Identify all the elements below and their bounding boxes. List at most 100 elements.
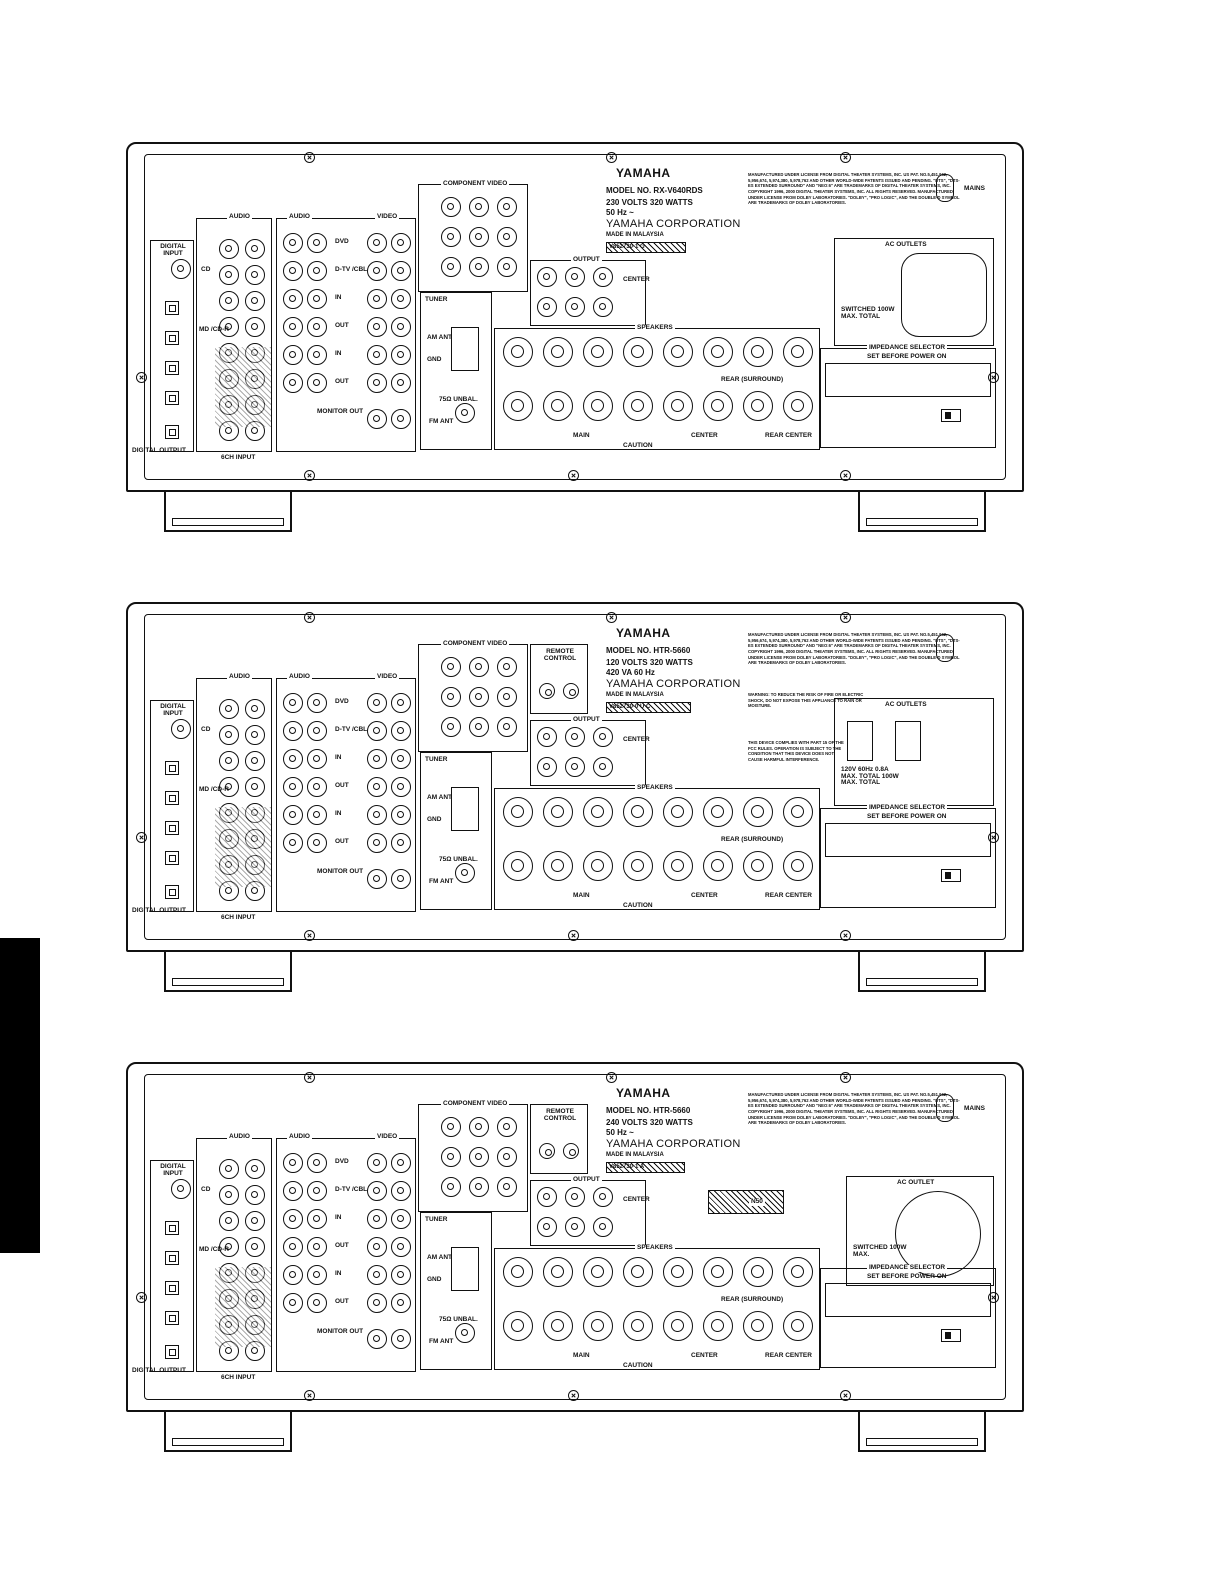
- speaker-terminal: [543, 797, 573, 827]
- power-cord: [936, 174, 954, 202]
- component-jack: [497, 197, 517, 217]
- panel-label: OUT: [335, 1242, 349, 1249]
- panel-label: 75Ω UNBAL.: [439, 396, 478, 403]
- rca-jack: [283, 373, 303, 393]
- 6ch-input-area: [215, 1267, 271, 1347]
- screw-icon: [136, 372, 147, 383]
- panel-label: MD /CD-R: [199, 1246, 229, 1253]
- rca-jack: [245, 239, 265, 259]
- speaker-terminal: [503, 337, 533, 367]
- speaker-terminal: [583, 337, 613, 367]
- made-in: MADE IN MALAYSIA: [606, 692, 664, 698]
- component-jack: [497, 657, 517, 677]
- speaker-terminal: [503, 391, 533, 421]
- fm-antenna-jack: [455, 1323, 475, 1343]
- screw-icon: [568, 930, 579, 941]
- ac-socket: [895, 721, 921, 761]
- component-jack: [469, 1147, 489, 1167]
- rca-jack: [307, 693, 327, 713]
- svideo-jack: [391, 289, 411, 309]
- panel-label: FM ANT: [429, 1338, 454, 1345]
- power-cord: [936, 634, 954, 662]
- preout-jack: [565, 297, 585, 317]
- rca-jack: [245, 1211, 265, 1231]
- preout-jack: [593, 297, 613, 317]
- speaker-terminal: [583, 1311, 613, 1341]
- panel-label: AC OUTLET: [897, 1179, 935, 1186]
- speaker-terminal: [663, 797, 693, 827]
- model-number: MODEL NO. HTR-5660: [606, 646, 691, 655]
- panel-label: REAR CENTER: [765, 1352, 812, 1359]
- panel-label: REAR CENTER: [765, 892, 812, 899]
- 6ch-input-area: [215, 807, 271, 887]
- remote-out-jack: [563, 1143, 579, 1159]
- yamaha-logo: YAMAHA: [616, 1086, 671, 1100]
- panel-label: TUNER: [425, 1216, 448, 1223]
- svideo-jack: [391, 721, 411, 741]
- speaker-terminal: [783, 797, 813, 827]
- yamaha-logo: YAMAHA: [616, 166, 671, 180]
- screw-icon: [136, 1292, 147, 1303]
- panel-label: MONITOR OUT: [317, 868, 364, 875]
- impedance-switch[interactable]: [941, 869, 961, 882]
- remote-in-jack: [539, 683, 555, 699]
- foot-left: [164, 492, 292, 532]
- preout-jack: [565, 267, 585, 287]
- rca-jack: [219, 343, 239, 363]
- video-jack: [367, 317, 387, 337]
- monitor-video-jack: [367, 409, 387, 429]
- panel-label: OUT: [335, 782, 349, 789]
- panel-label: SPEAKERS: [635, 784, 675, 792]
- rca-jack: [307, 345, 327, 365]
- component-jack: [497, 1177, 517, 1197]
- panel-label: AUDIO: [287, 673, 312, 681]
- corporation: YAMAHA CORPORATION: [606, 1138, 741, 1150]
- speaker-terminal: [703, 1257, 733, 1287]
- rca-jack: [219, 855, 239, 875]
- rca-jack: [283, 805, 303, 825]
- panel-label: TUNER: [425, 296, 448, 303]
- panel-label: AM ANT: [427, 794, 453, 801]
- impedance-switch[interactable]: [941, 1329, 961, 1342]
- component-video-block: COMPONENT VIDEO: [418, 180, 528, 292]
- speaker-terminal: [503, 1311, 533, 1341]
- component-jack: [497, 687, 517, 707]
- speaker-terminal: [543, 337, 573, 367]
- rca-jack: [245, 855, 265, 875]
- panel-label: 6CH INPUT: [221, 454, 256, 461]
- impedance-switch[interactable]: [941, 409, 961, 422]
- ac-socket: [901, 253, 987, 337]
- speaker-terminal: [663, 391, 693, 421]
- component-jack: [441, 1117, 461, 1137]
- rca-jack: [245, 291, 265, 311]
- video-jack: [367, 373, 387, 393]
- legal-text: MANUFACTURED UNDER LICENSE FROM DIGITAL …: [748, 632, 960, 666]
- rca-jack: [245, 829, 265, 849]
- speaker-terminal: [783, 1257, 813, 1287]
- screw-icon: [606, 612, 617, 623]
- speaker-terminal: [623, 1257, 653, 1287]
- panel-label: SPEAKERS: [635, 1244, 675, 1252]
- screw-icon: [606, 1072, 617, 1083]
- panel-label: MONITOR OUT: [317, 1328, 364, 1335]
- panel-label: MAINS: [964, 185, 985, 192]
- speaker-terminal: [703, 337, 733, 367]
- panel-label: REMOTE CONTROL: [543, 1108, 577, 1122]
- rca-jack: [283, 833, 303, 853]
- speaker-terminal: [503, 1257, 533, 1287]
- optical-jack: [165, 331, 179, 345]
- video-jack: [367, 805, 387, 825]
- remote-out-jack: [563, 683, 579, 699]
- fm-antenna-jack: [455, 403, 475, 423]
- speaker-terminal: [503, 851, 533, 881]
- optical-out-jack: [165, 1345, 179, 1359]
- speaker-terminal: [663, 337, 693, 367]
- digital-input-block: DIGITAL INPUT: [150, 240, 194, 452]
